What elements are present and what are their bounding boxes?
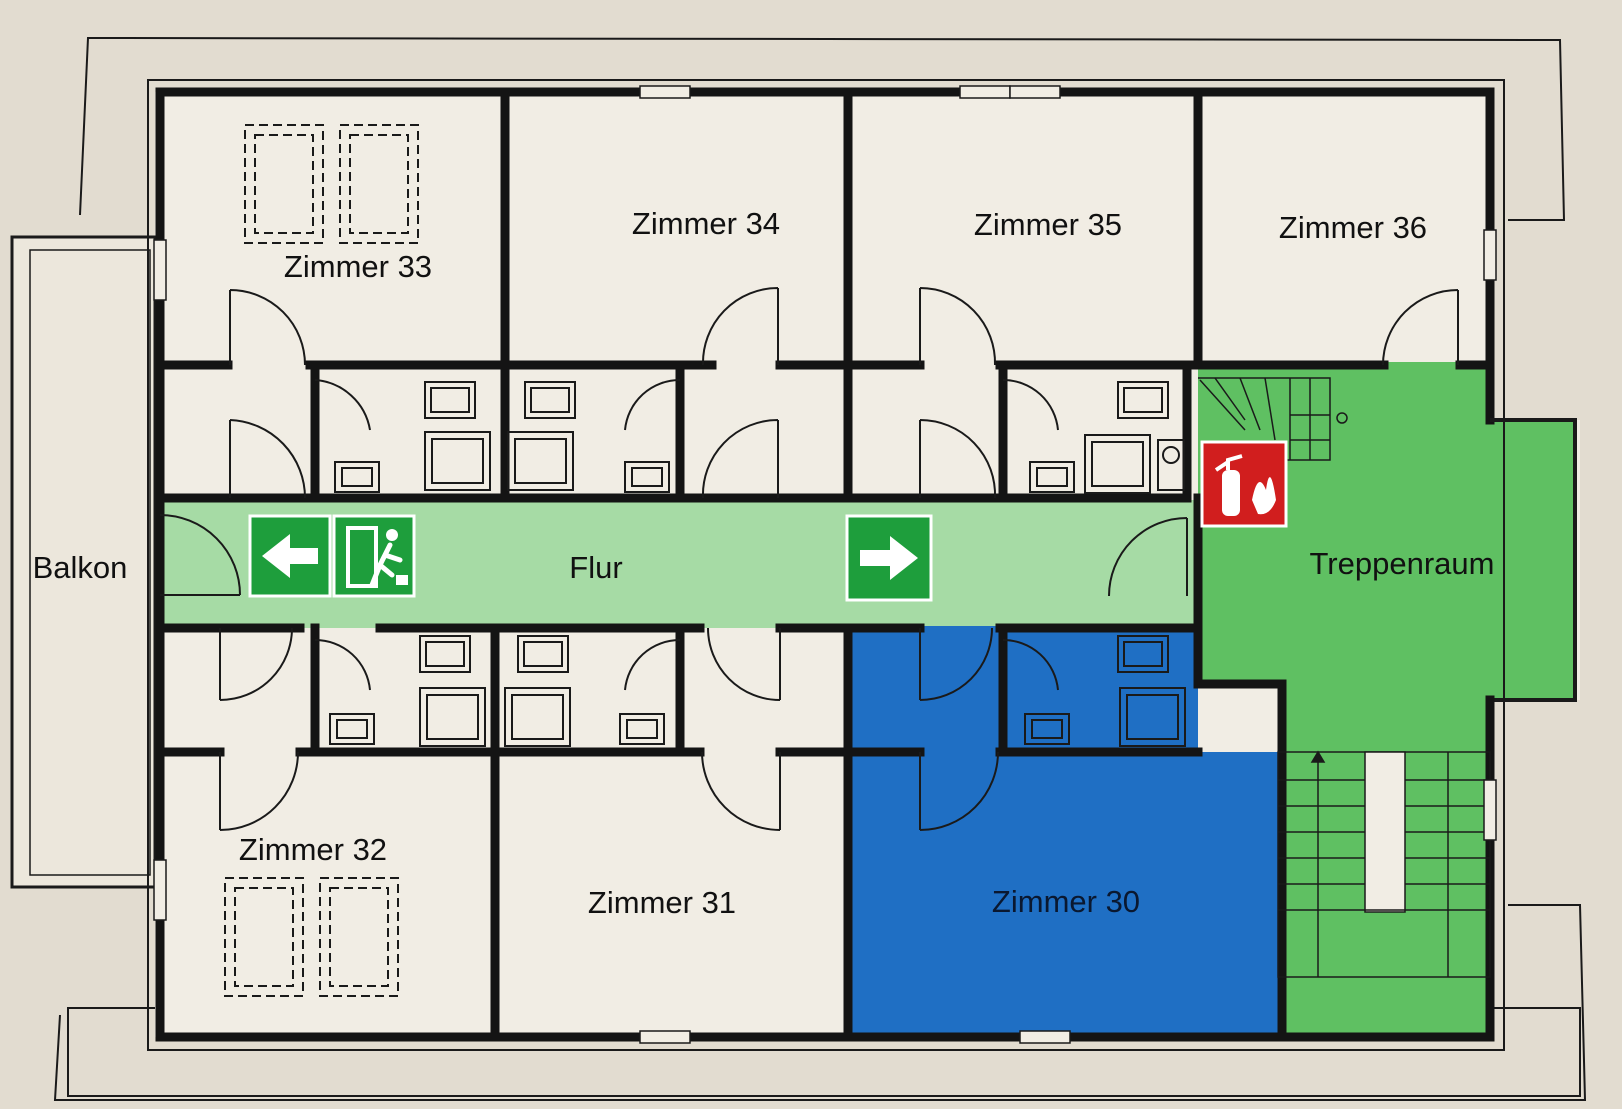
door-zimmer-32 — [219, 751, 299, 831]
door-suite-33 — [229, 419, 306, 499]
arrow-left-icon — [248, 514, 332, 598]
interior-walls — [155, 87, 1495, 1042]
bathroom-fixtures — [329, 381, 1186, 747]
door-suite-32 — [219, 627, 293, 701]
door-bath-31 — [624, 638, 681, 691]
door-zimmer-35 — [919, 287, 997, 366]
room-label-flur: Flur — [569, 550, 622, 585]
door-balkon — [159, 514, 241, 596]
treppenraum-area — [1198, 362, 1575, 1037]
door-suite-35 — [919, 419, 997, 499]
room-label-treppenraum: Treppenraum — [1310, 546, 1495, 581]
door-suite-34 — [701, 419, 779, 499]
door-zimmer-33 — [229, 289, 306, 366]
stairs-lower — [1277, 750, 1491, 978]
room-label-zimmer-31: Zimmer 31 — [588, 885, 736, 920]
beds — [224, 124, 419, 997]
running-man-exit-icon — [332, 514, 416, 598]
door-bath-32 — [314, 638, 371, 691]
fire-extinguisher-icon — [1200, 440, 1288, 528]
door-bath-35 — [1002, 378, 1059, 431]
windows — [153, 85, 1497, 1044]
room-label-balkon: Balkon — [33, 550, 128, 585]
stairs-upper — [1198, 377, 1348, 461]
door-bath-33 — [314, 379, 371, 431]
door-treppenraum — [1108, 517, 1188, 597]
arrow-right-icon — [845, 514, 933, 602]
door-bath-34 — [624, 378, 681, 431]
door-zimmer-34 — [701, 287, 779, 366]
room-label-zimmer-36: Zimmer 36 — [1279, 210, 1427, 245]
door-suite-31 — [707, 627, 781, 701]
door-bath-30 — [1002, 638, 1059, 691]
room-label-zimmer-34: Zimmer 34 — [632, 206, 780, 241]
balcony — [10, 235, 157, 889]
door-suite-30 — [919, 627, 993, 701]
doors — [159, 287, 1459, 831]
room-label-zimmer-33: Zimmer 33 — [284, 249, 432, 284]
door-zimmer-36 — [1382, 289, 1459, 366]
room-label-zimmer-35: Zimmer 35 — [974, 207, 1122, 242]
door-zimmer-31 — [701, 751, 781, 831]
door-zimmer-30 — [919, 751, 999, 831]
roof-outline — [53, 36, 1587, 1101]
room-label-zimmer-32: Zimmer 32 — [239, 832, 387, 867]
room-label-zimmer-30: Zimmer 30 — [992, 884, 1140, 919]
